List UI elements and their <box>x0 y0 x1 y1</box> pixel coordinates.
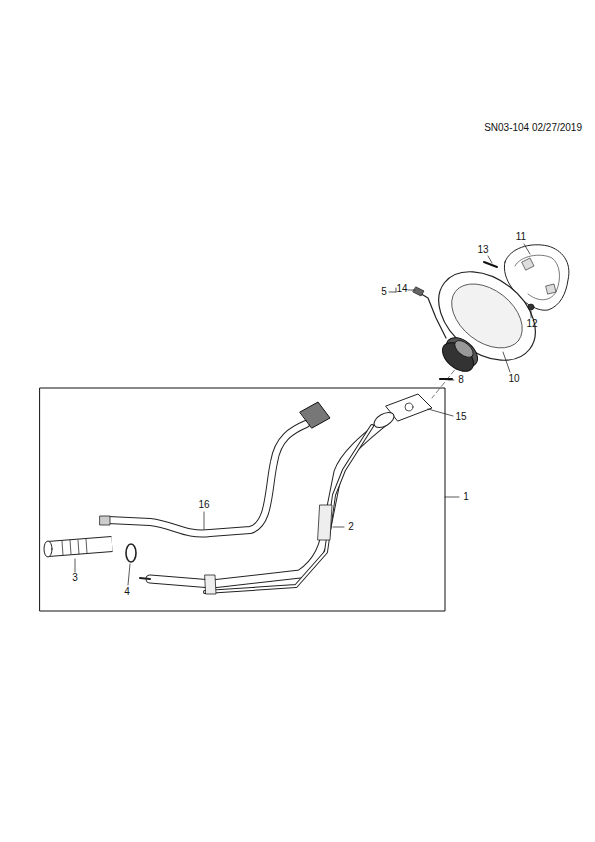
hose-clamp <box>126 544 136 562</box>
filler-hose-fill <box>48 544 112 549</box>
vent-pipe-fill <box>205 426 372 592</box>
pipe-end <box>140 578 150 579</box>
callout-number: 15 <box>454 411 467 423</box>
filler-neck <box>371 409 396 430</box>
housing-detail <box>515 255 559 300</box>
drawing-code: SN03-104 02/27/2019 <box>483 122 583 134</box>
leader-line <box>408 290 415 291</box>
callout-number: 1 <box>462 491 470 503</box>
callout-number: 11 <box>515 231 527 243</box>
callout-number: 16 <box>197 499 210 511</box>
leader-line <box>524 244 530 254</box>
assembly-frame <box>40 388 445 611</box>
callout-number: 10 <box>507 373 520 385</box>
breather-hose-fill <box>108 424 306 534</box>
bracket-hole <box>405 403 413 411</box>
callout-number: 2 <box>347 521 355 533</box>
leader-line <box>445 497 459 498</box>
leader-line <box>389 288 396 292</box>
leader-line <box>333 527 344 528</box>
screw <box>484 262 497 267</box>
ground-wire <box>418 292 446 338</box>
fuel-door <box>422 254 553 379</box>
callout-number: 8 <box>457 374 465 386</box>
filler-hose <box>48 544 112 549</box>
leader-line <box>531 311 532 318</box>
pipe-sleeve <box>318 505 332 540</box>
callout-number: 14 <box>395 283 408 295</box>
leader-line <box>204 512 205 529</box>
callout-number: 3 <box>71 572 79 584</box>
leader-line <box>503 352 510 372</box>
hose-connector <box>300 402 330 428</box>
callout-number: 12 <box>525 318 538 330</box>
hose-ribs <box>62 539 87 555</box>
filler-ring-back <box>437 337 479 377</box>
vent-pipe <box>205 426 372 592</box>
pipe-clip <box>205 575 216 594</box>
hose-fitting <box>100 516 110 525</box>
wire-terminal <box>413 287 424 296</box>
callout-number: 5 <box>380 286 388 298</box>
nut <box>528 304 534 310</box>
callout-number: 13 <box>476 244 489 256</box>
housing-clip <box>522 258 556 294</box>
leader-line <box>75 559 76 572</box>
leader-line <box>488 256 492 263</box>
breather-hose <box>108 424 306 534</box>
leader-line <box>428 409 453 416</box>
leader-line <box>128 564 130 585</box>
leader-line <box>448 380 454 381</box>
filler-ring-inner <box>452 337 477 360</box>
callout-number: 4 <box>123 586 131 598</box>
hose-end <box>44 541 52 557</box>
